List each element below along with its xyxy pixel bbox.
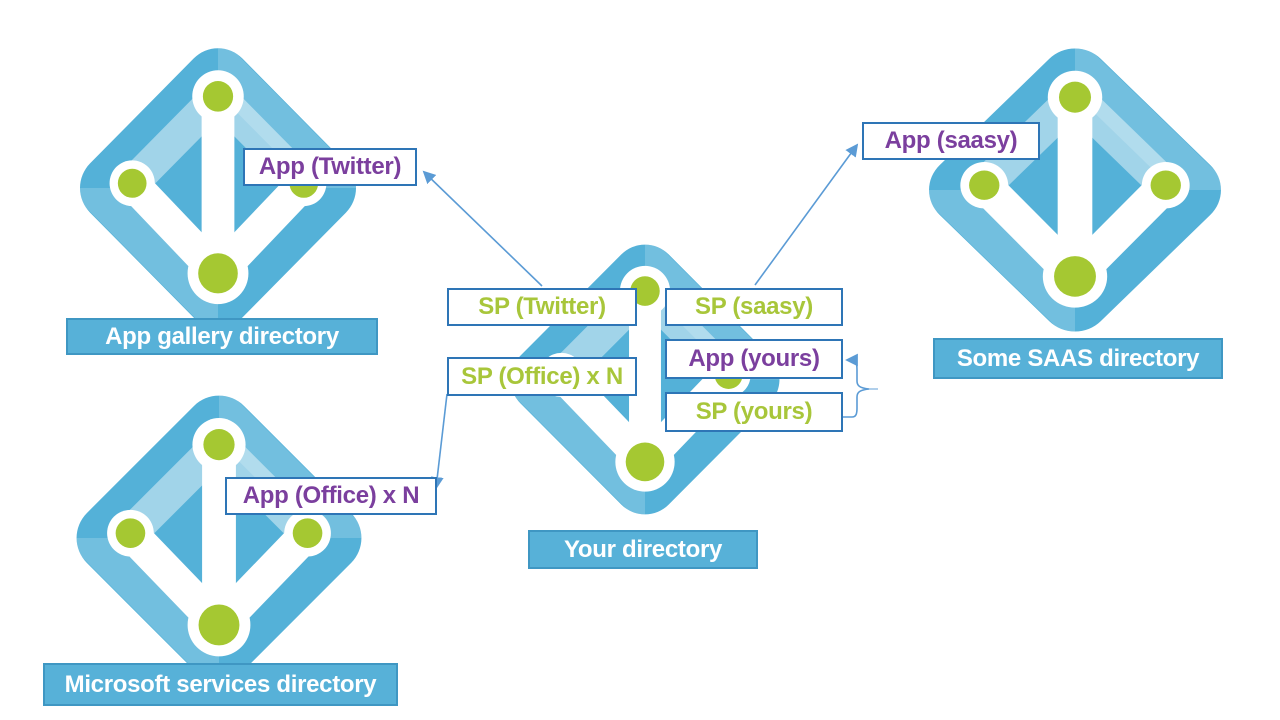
label-app-yours: App (yours) bbox=[665, 339, 843, 379]
label-app-twitter: App (Twitter) bbox=[243, 148, 417, 186]
label-app-saasy: App (saasy) bbox=[862, 122, 1040, 160]
label-text: SP (Office) x N bbox=[461, 362, 623, 390]
arrow-sp-saasy-to-app-saasy bbox=[754, 143, 859, 286]
label-sp-twitter: SP (Twitter) bbox=[447, 288, 637, 326]
label-sp-office: SP (Office) x N bbox=[447, 357, 637, 396]
caption-some-saas-directory: Some SAAS directory bbox=[933, 338, 1223, 379]
arrow-sp-office-to-app-office bbox=[430, 393, 448, 490]
label-sp-yours: SP (yours) bbox=[665, 392, 843, 432]
label-text: SP (yours) bbox=[695, 398, 813, 425]
label-text: SP (Twitter) bbox=[478, 293, 606, 320]
caption-microsoft-services-directory: Microsoft services directory bbox=[43, 663, 398, 706]
caption-text: Microsoft services directory bbox=[64, 670, 377, 698]
label-text: App (Twitter) bbox=[258, 153, 402, 180]
caption-text: Your directory bbox=[563, 535, 723, 563]
caption-text: Some SAAS directory bbox=[956, 344, 1200, 372]
label-text: App (yours) bbox=[688, 345, 820, 372]
label-text: App (Office) x N bbox=[242, 482, 420, 509]
label-text: App (saasy) bbox=[884, 127, 1018, 154]
caption-app-gallery-directory: App gallery directory bbox=[66, 318, 378, 355]
label-app-office: App (Office) x N bbox=[225, 477, 437, 515]
caption-text: App gallery directory bbox=[105, 322, 339, 350]
caption-your-directory: Your directory bbox=[528, 530, 758, 569]
label-sp-saasy: SP (saasy) bbox=[665, 288, 843, 326]
arrow-sp-twitter-to-app-twitter bbox=[422, 170, 543, 287]
label-text: SP (saasy) bbox=[695, 293, 813, 320]
connector-sp-yours-to-app-yours bbox=[843, 353, 870, 418]
